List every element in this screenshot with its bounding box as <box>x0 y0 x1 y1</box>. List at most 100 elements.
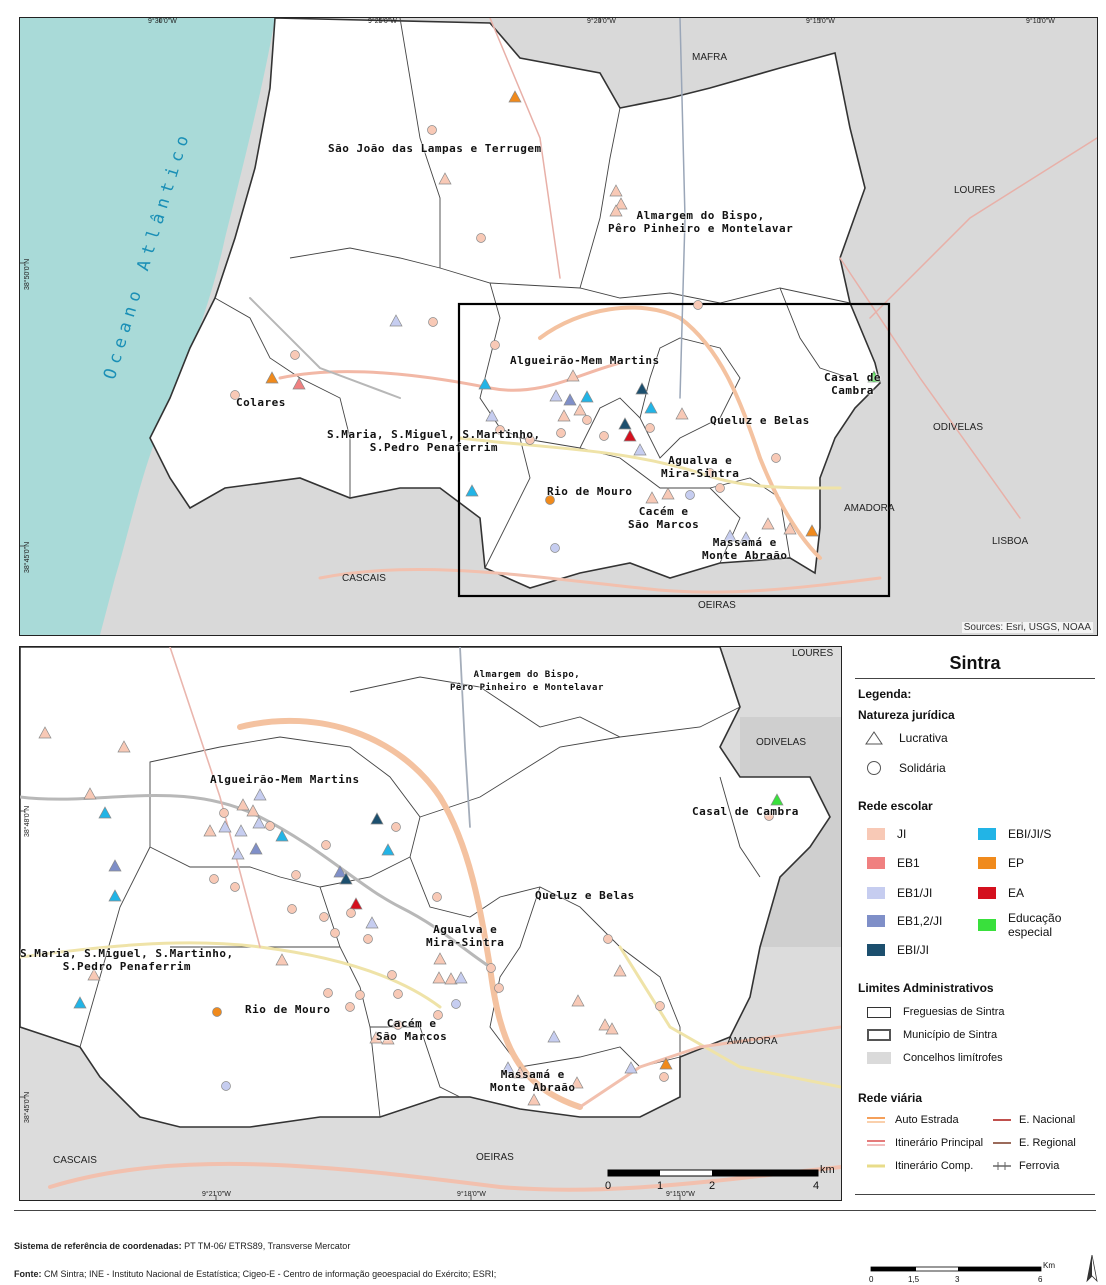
legend-item-itinerario-comp: Itinerário Comp. <box>867 1159 973 1173</box>
inset-neighbor-cascais: CASCAIS <box>53 1155 97 1166</box>
inset-parish-label-smaria: S.Maria, S.Miguel, S.Martinho, S.Pedro P… <box>20 947 234 973</box>
legend-item-itinerario-principal: Itinerário Principal <box>867 1136 983 1150</box>
parish-label-smaria: S.Maria, S.Miguel, S.Martinho, S.Pedro P… <box>327 428 541 454</box>
legend-item-solidaria: Solidária <box>865 760 946 776</box>
footer-scale-tick: 1,5 <box>908 1275 920 1284</box>
legend-item-eb1: EB1 <box>867 856 920 870</box>
inset-scale-tick: 0 <box>605 1180 612 1192</box>
swatch <box>867 915 885 927</box>
graticule-label: 9°15'0"W <box>806 18 835 25</box>
inset-school-markers <box>38 726 784 1106</box>
overview-school-markers <box>230 90 881 553</box>
swatch <box>867 1029 891 1041</box>
inset-map-canvas <box>20 647 841 1200</box>
legend-item-ep: EP <box>978 856 1024 870</box>
triangle-outline-icon <box>865 731 883 745</box>
inset-neighbor-oeiras: OEIRAS <box>476 1152 514 1163</box>
footer-scale-tick: 0 <box>869 1275 874 1284</box>
parish-label-sao-joao: São João das Lampas e Terrugem <box>328 142 542 155</box>
circle-outline-icon <box>867 761 881 775</box>
graticule-label: 9°20'0"W <box>587 18 616 25</box>
fonte-value: CM Sintra; INE - Instituto Nacional de E… <box>44 1269 497 1279</box>
footer-scale-tick: 3 <box>955 1275 960 1284</box>
inset-parish-label-algueirao: Algueirão-Mem Martins <box>210 773 360 786</box>
graticule-label: 9°21'0"W <box>202 1191 231 1198</box>
parish-label-massama: Massamá e Monte Abraão <box>702 536 788 562</box>
srs-value: PT TM-06/ ETRS89, Transverse Mercator <box>184 1241 351 1251</box>
legend-item-ebi-ji-s: EBI/JI/S <box>978 827 1051 841</box>
inset-scale-tick: 1 <box>657 1180 664 1192</box>
legend-item-municipio: Município de Sintra <box>867 1028 997 1042</box>
parish-label-cacem: Cacém e São Marcos <box>628 505 700 531</box>
footer-scale-tick: 6 <box>1038 1275 1043 1284</box>
footer-srs: Sistema de referência de coordenadas: PT… <box>14 1241 350 1251</box>
footer-scalebar-graphic <box>870 1266 1042 1272</box>
parish-label-almargem: Almargem do Bispo, Pêro Pinheiro e Monte… <box>608 209 794 235</box>
inset-neighbor-amadora: AMADORA <box>727 1036 778 1047</box>
legend-item-ebi-ji: EBI/JI <box>867 943 929 957</box>
neighbor-mafra: MAFRA <box>692 52 727 63</box>
fonte-label: Fonte: <box>14 1269 42 1279</box>
inset-scale-unit: km <box>820 1164 835 1176</box>
road-line-icon <box>867 1140 885 1146</box>
legend-item-e-regional: E. Regional <box>993 1136 1076 1150</box>
legend-item-ea: EA <box>978 886 1024 900</box>
road-line-icon <box>993 1142 1011 1144</box>
legend-item-auto-estrada: Auto Estrada <box>867 1113 959 1127</box>
inset-scale-tick: 4 <box>813 1180 820 1192</box>
parish-label-agualva: Agualva e Mira-Sintra <box>661 454 740 480</box>
legend-item-lucrativa: Lucrativa <box>865 731 948 745</box>
swatch <box>978 887 996 899</box>
footer-fonte: Fonte: CM Sintra; INE - Instituto Nacion… <box>14 1269 496 1279</box>
legend-item-eb1-ji: EB1/JI <box>867 886 932 900</box>
railway-icon <box>993 1162 1011 1170</box>
legend-item-ferrovia: Ferrovia <box>993 1159 1059 1173</box>
overview-map[interactable]: Oceano Atlântico São João das Lampas e T… <box>19 17 1098 636</box>
graticule-label: 38°45'0"N <box>24 541 31 573</box>
srs-label: Sistema de referência de coordenadas: <box>14 1241 182 1251</box>
swatch <box>867 828 885 840</box>
legend-item-eb12-ji: EB1,2/JI <box>867 914 942 928</box>
legend-panel: Sintra Legenda: Natureza jurídica Lucrat… <box>855 647 1095 1200</box>
parish-label-casal: Casal de Cambra <box>824 371 881 397</box>
rede-escolar-title: Rede escolar <box>858 799 933 813</box>
legend-bottom-rule <box>855 1194 1095 1195</box>
graticule-label: 38°45'0"N <box>24 1091 31 1123</box>
swatch <box>867 1006 891 1018</box>
inset-parish-label-agualva: Agualva e Mira-Sintra <box>426 923 505 949</box>
legend-item-ji: JI <box>867 827 906 841</box>
road-line-icon <box>993 1119 1011 1121</box>
neighbor-odivelas: ODIVELAS <box>933 422 984 433</box>
neighbor-lisboa: LISBOA <box>992 536 1029 547</box>
legend-item-e-nacional: E. Nacional <box>993 1113 1075 1127</box>
road-line-icon <box>867 1164 885 1168</box>
parish-label-algueirao: Algueirão-Mem Martins <box>510 354 660 367</box>
legend-title: Sintra <box>855 647 1095 679</box>
graticule-label: 9°30'0"W <box>148 18 177 25</box>
swatch <box>978 857 996 869</box>
footer-rule <box>14 1210 1096 1211</box>
road-line-icon <box>867 1117 885 1123</box>
inset-parish-label-massama: Massamá e Monte Abraão <box>490 1068 576 1094</box>
overview-map-canvas <box>20 18 1097 635</box>
legend-item-freguesias: Freguesias de Sintra <box>867 1005 1005 1019</box>
graticule-label: 9°15'0"W <box>666 1191 695 1198</box>
graticule-label: 38°48'0"N <box>24 805 31 837</box>
inset-parish-label-riomouro: Rio de Mouro <box>245 1003 331 1016</box>
inset-scalebar-graphic <box>607 1169 819 1177</box>
inset-map[interactable]: Almargem do Bispo, Pêro Pinheiro e Monte… <box>19 646 842 1201</box>
inset-parish-label-cacem: Cacém e São Marcos <box>376 1017 448 1043</box>
map-sources: Sources: Esri, USGS, NOAA <box>961 622 1093 633</box>
graticule-label: 9°18'0"W <box>457 1191 486 1198</box>
north-arrow-icon <box>1086 1255 1098 1283</box>
swatch <box>867 1052 891 1064</box>
inset-scale-tick: 2 <box>709 1180 716 1192</box>
graticule-label: 38°50'0"N <box>24 258 31 290</box>
natureza-title: Natureza jurídica <box>858 708 955 722</box>
inset-parish-label-almargem: Almargem do Bispo, Pêro Pinheiro e Monte… <box>450 670 604 693</box>
parish-label-queluz: Queluz e Belas <box>710 414 810 427</box>
neighbor-amadora: AMADORA <box>844 503 895 514</box>
neighbor-cascais: CASCAIS <box>342 573 386 584</box>
inset-neighbor-odivelas: ODIVELAS <box>756 737 807 748</box>
parish-label-riomouro: Rio de Mouro <box>547 485 633 498</box>
